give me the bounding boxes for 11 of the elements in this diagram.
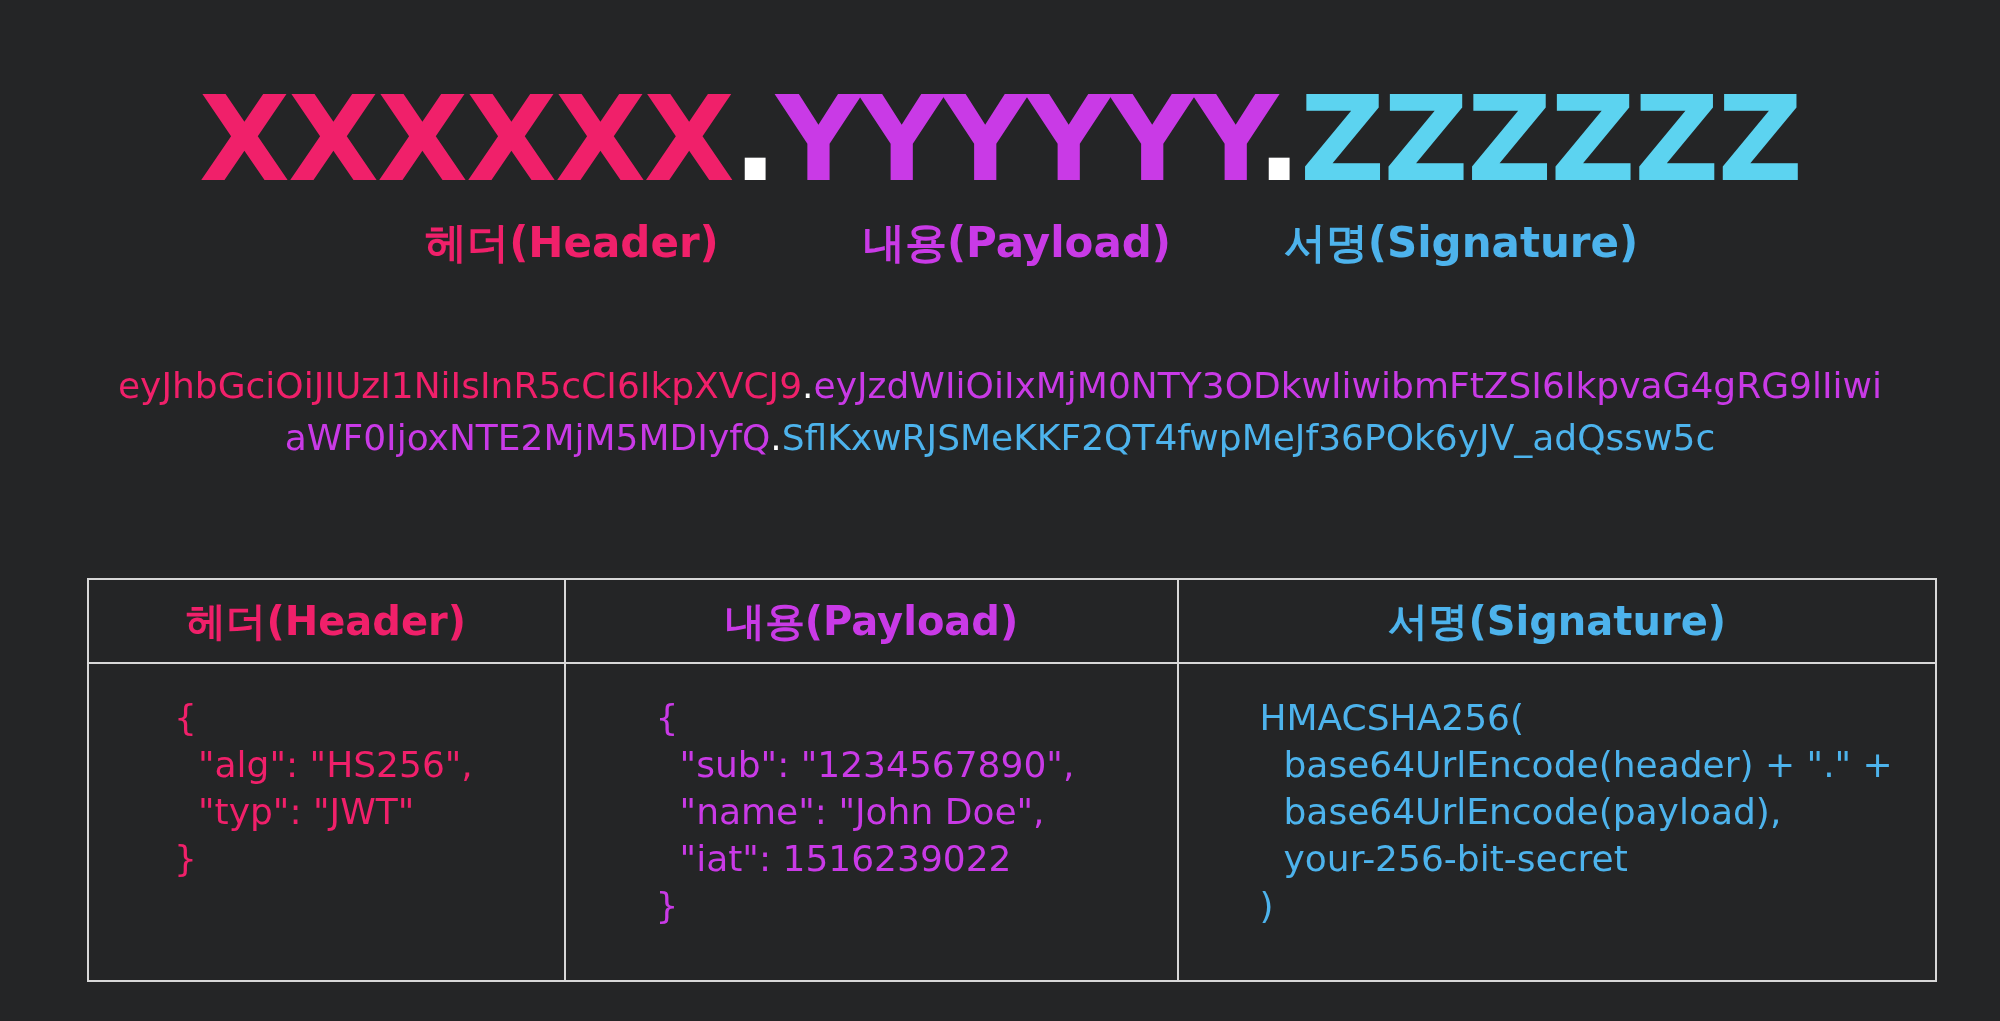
column-header: 내용(Payload) bbox=[564, 579, 1179, 663]
code-snippet: HMACSHA256( base64UrlEncode(header) + "." + base64UrlEncode(payload), your-256-bit-secret ) bbox=[1259, 696, 1893, 928]
token-text: eyJhbGciOiJIUzI1NiIsInR5cCI6IkpXVCJ9.eyJzdWIiOiIxMjM0NTY3ODkwIiwibmFtZSI6IkpvaG4gRG9lIiwiaWF0IjoxNTE2MjM5MDIyfQ.SflKxwRJSMeKKF2QT4fwpMeJf36POk6yJV_adQssw5c bbox=[116, 364, 1884, 460]
code-snippet: { "alg": "HS256", "typ": "JWT" } bbox=[174, 696, 473, 881]
column-header: 헤더(Header) bbox=[88, 579, 565, 663]
section-label: 헤더(Header) bbox=[424, 217, 720, 269]
column-header: 서명(Signature) bbox=[1178, 579, 1936, 663]
title-text: XXXXXX.YYYYYY.ZZZZZZ bbox=[197, 70, 1803, 208]
section-label: 내용(Payload) bbox=[861, 217, 1173, 269]
code-snippet: { "sub": "1234567890", "name": "John Doe", "iat": 1516239022 } bbox=[655, 696, 1075, 928]
section-label: 서명(Signature) bbox=[1282, 217, 1640, 269]
